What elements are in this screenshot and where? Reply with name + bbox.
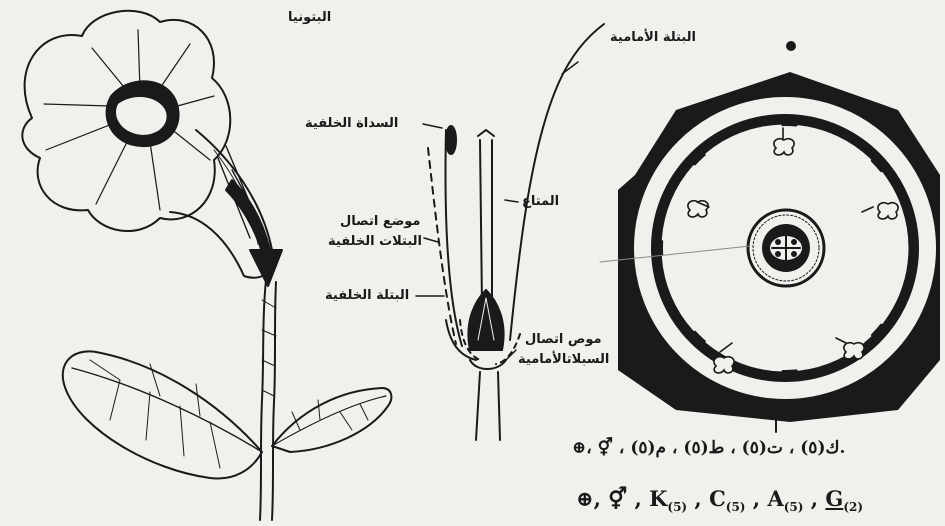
anther: [446, 126, 456, 154]
stigma-tip: [478, 130, 494, 136]
label-anterior-petal: البتلة الأمامية: [610, 30, 696, 46]
flower-longitudinal-section: [416, 24, 604, 440]
posterior-stamen: [446, 130, 462, 346]
style: [480, 140, 492, 306]
leaf-left: [63, 351, 262, 478]
leaf-right: [272, 388, 391, 452]
actinomorphic-symbol: ⊕,: [576, 486, 601, 511]
corolla-symbol: C: [709, 486, 726, 511]
label-posterior-sepal: السداة الخلفية: [305, 116, 398, 132]
pedicel: [476, 372, 500, 440]
gynoecium-symbol: G: [825, 486, 843, 511]
stem: [260, 280, 276, 520]
androecium-symbol: A: [767, 486, 783, 511]
calyx-symbol: K: [649, 486, 667, 511]
label-stigma: المتاع: [522, 194, 559, 210]
axis-dot: [786, 41, 796, 51]
label-junction-posterior-line2: البتلات الخلفية: [328, 234, 422, 250]
anterior-petal-curve: [510, 24, 604, 340]
floral-diagram: [600, 41, 940, 432]
label-junction-anterior-line2: السبلاتالأمامية: [518, 352, 609, 368]
floral-formula-arabic: ⊕، ⚥ ، ك(٥) ، ت(٥) ، ط(٥) ، م(٥).: [572, 438, 845, 458]
label-junction-anterior-line1: موص اتصال: [525, 332, 602, 348]
petunia-flower-sketch: [22, 11, 391, 520]
label-junction-posterior-line1: موضع اتصال: [340, 214, 420, 230]
floral-formula-latin: ⊕, ⚥ , K(5) , C(5) , A(5) , G(2): [576, 486, 863, 514]
bisexual-symbol: ⚥: [608, 486, 627, 511]
label-posterior-petal: البتلة الخلفية: [325, 288, 409, 304]
posterior-petal-dashed: [428, 148, 456, 344]
title-petunia: البتونيا: [288, 10, 331, 26]
